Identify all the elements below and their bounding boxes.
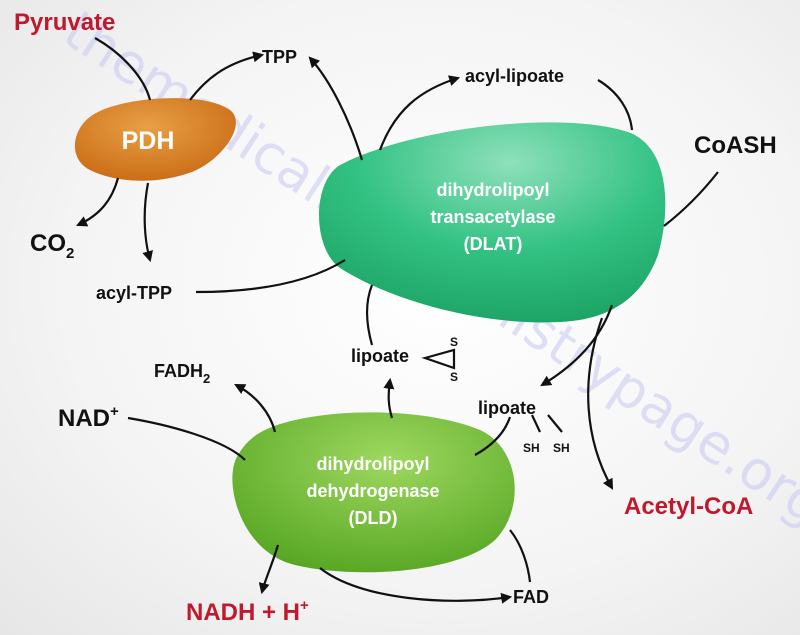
dlat-to-lipoate-reduced-arrow — [540, 304, 614, 387]
dlat-to-acyl-lipoate-arrow — [378, 75, 461, 151]
disulfide-s1-label: S — [450, 335, 458, 349]
nad-to-dld-connector — [127, 416, 246, 461]
co2-label: CO2 — [30, 230, 74, 262]
pdh-to-co2-arrow — [75, 177, 120, 227]
sh1-label: SH — [523, 441, 540, 455]
pdh-enzyme-shape — [74, 98, 236, 181]
pyruvate-label: Pyruvate — [14, 9, 115, 36]
fad-label: FAD — [513, 587, 549, 607]
acyl-lipoate-label: acyl-lipoate — [465, 66, 564, 86]
thiol-groups-icon — [531, 414, 563, 433]
dld-to-fad-arrow — [319, 567, 513, 604]
dlat-to-tpp-arrow — [308, 56, 364, 161]
dld-to-fadh2-arrow — [234, 383, 277, 433]
dld-label-line1: dihydrolipoyl — [316, 454, 429, 474]
dlat-label-line3: (DLAT) — [464, 234, 523, 254]
fadh2-text: FADH — [154, 361, 203, 381]
fad-to-dld-connector — [509, 529, 532, 583]
pdh-to-acyl-tpp-arrow — [142, 182, 153, 263]
sh2-label: SH — [553, 441, 570, 455]
dld-to-lipoate-oxidized-arrow — [383, 377, 395, 419]
nadh-text: NADH + H — [186, 599, 300, 626]
fadh2-label: FADH2 — [154, 361, 210, 386]
dld-enzyme-shape — [232, 412, 515, 573]
pdh-label: PDH — [122, 127, 175, 155]
nad-label: NAD+ — [58, 403, 119, 432]
dld-to-nadh-arrow — [258, 544, 280, 595]
dld-label-line3: (DLD) — [349, 508, 398, 528]
acyl-tpp-to-dlat-connector — [195, 259, 346, 294]
co2-subscript: 2 — [66, 245, 74, 262]
co2-text: CO — [30, 230, 66, 257]
dld-label-line2: dehydrogenase — [306, 481, 439, 501]
pyruvate-to-pdh-connector — [94, 37, 152, 101]
nad-superscript: + — [110, 403, 119, 420]
dlat-enzyme-shape — [319, 122, 666, 323]
lipoate-oxidized-to-dlat-connector — [366, 284, 374, 346]
fadh2-subscript: 2 — [203, 371, 210, 386]
disulfide-bond-icon — [421, 348, 456, 370]
acyl-tpp-label: acyl-TPP — [96, 283, 172, 303]
dlat-label-line1: dihydrolipoyl — [436, 180, 549, 200]
nadh-superscript: + — [300, 597, 309, 614]
acyl-lipoate-to-dlat-connector — [597, 79, 634, 131]
dlat-label-line2: transacetylase — [430, 207, 555, 227]
lipoate-reduced-to-dld-connector — [474, 416, 512, 456]
acetyl-coa-label: Acetyl-CoA — [624, 493, 753, 520]
lipoate-oxidized-label: lipoate — [351, 346, 409, 366]
pdh-to-tpp-arrow — [189, 51, 265, 101]
lipoate-reduced-label: lipoate — [478, 398, 536, 418]
nadh-label: NADH + H+ — [186, 597, 309, 626]
coash-label: CoASH — [694, 132, 777, 159]
dlat-to-acetyl-coa-arrow — [587, 317, 614, 490]
coash-to-dlat-connector — [663, 171, 719, 227]
tpp-label: TPP — [262, 47, 297, 67]
disulfide-s2-label: S — [450, 370, 458, 384]
nad-text: NAD — [58, 405, 110, 432]
